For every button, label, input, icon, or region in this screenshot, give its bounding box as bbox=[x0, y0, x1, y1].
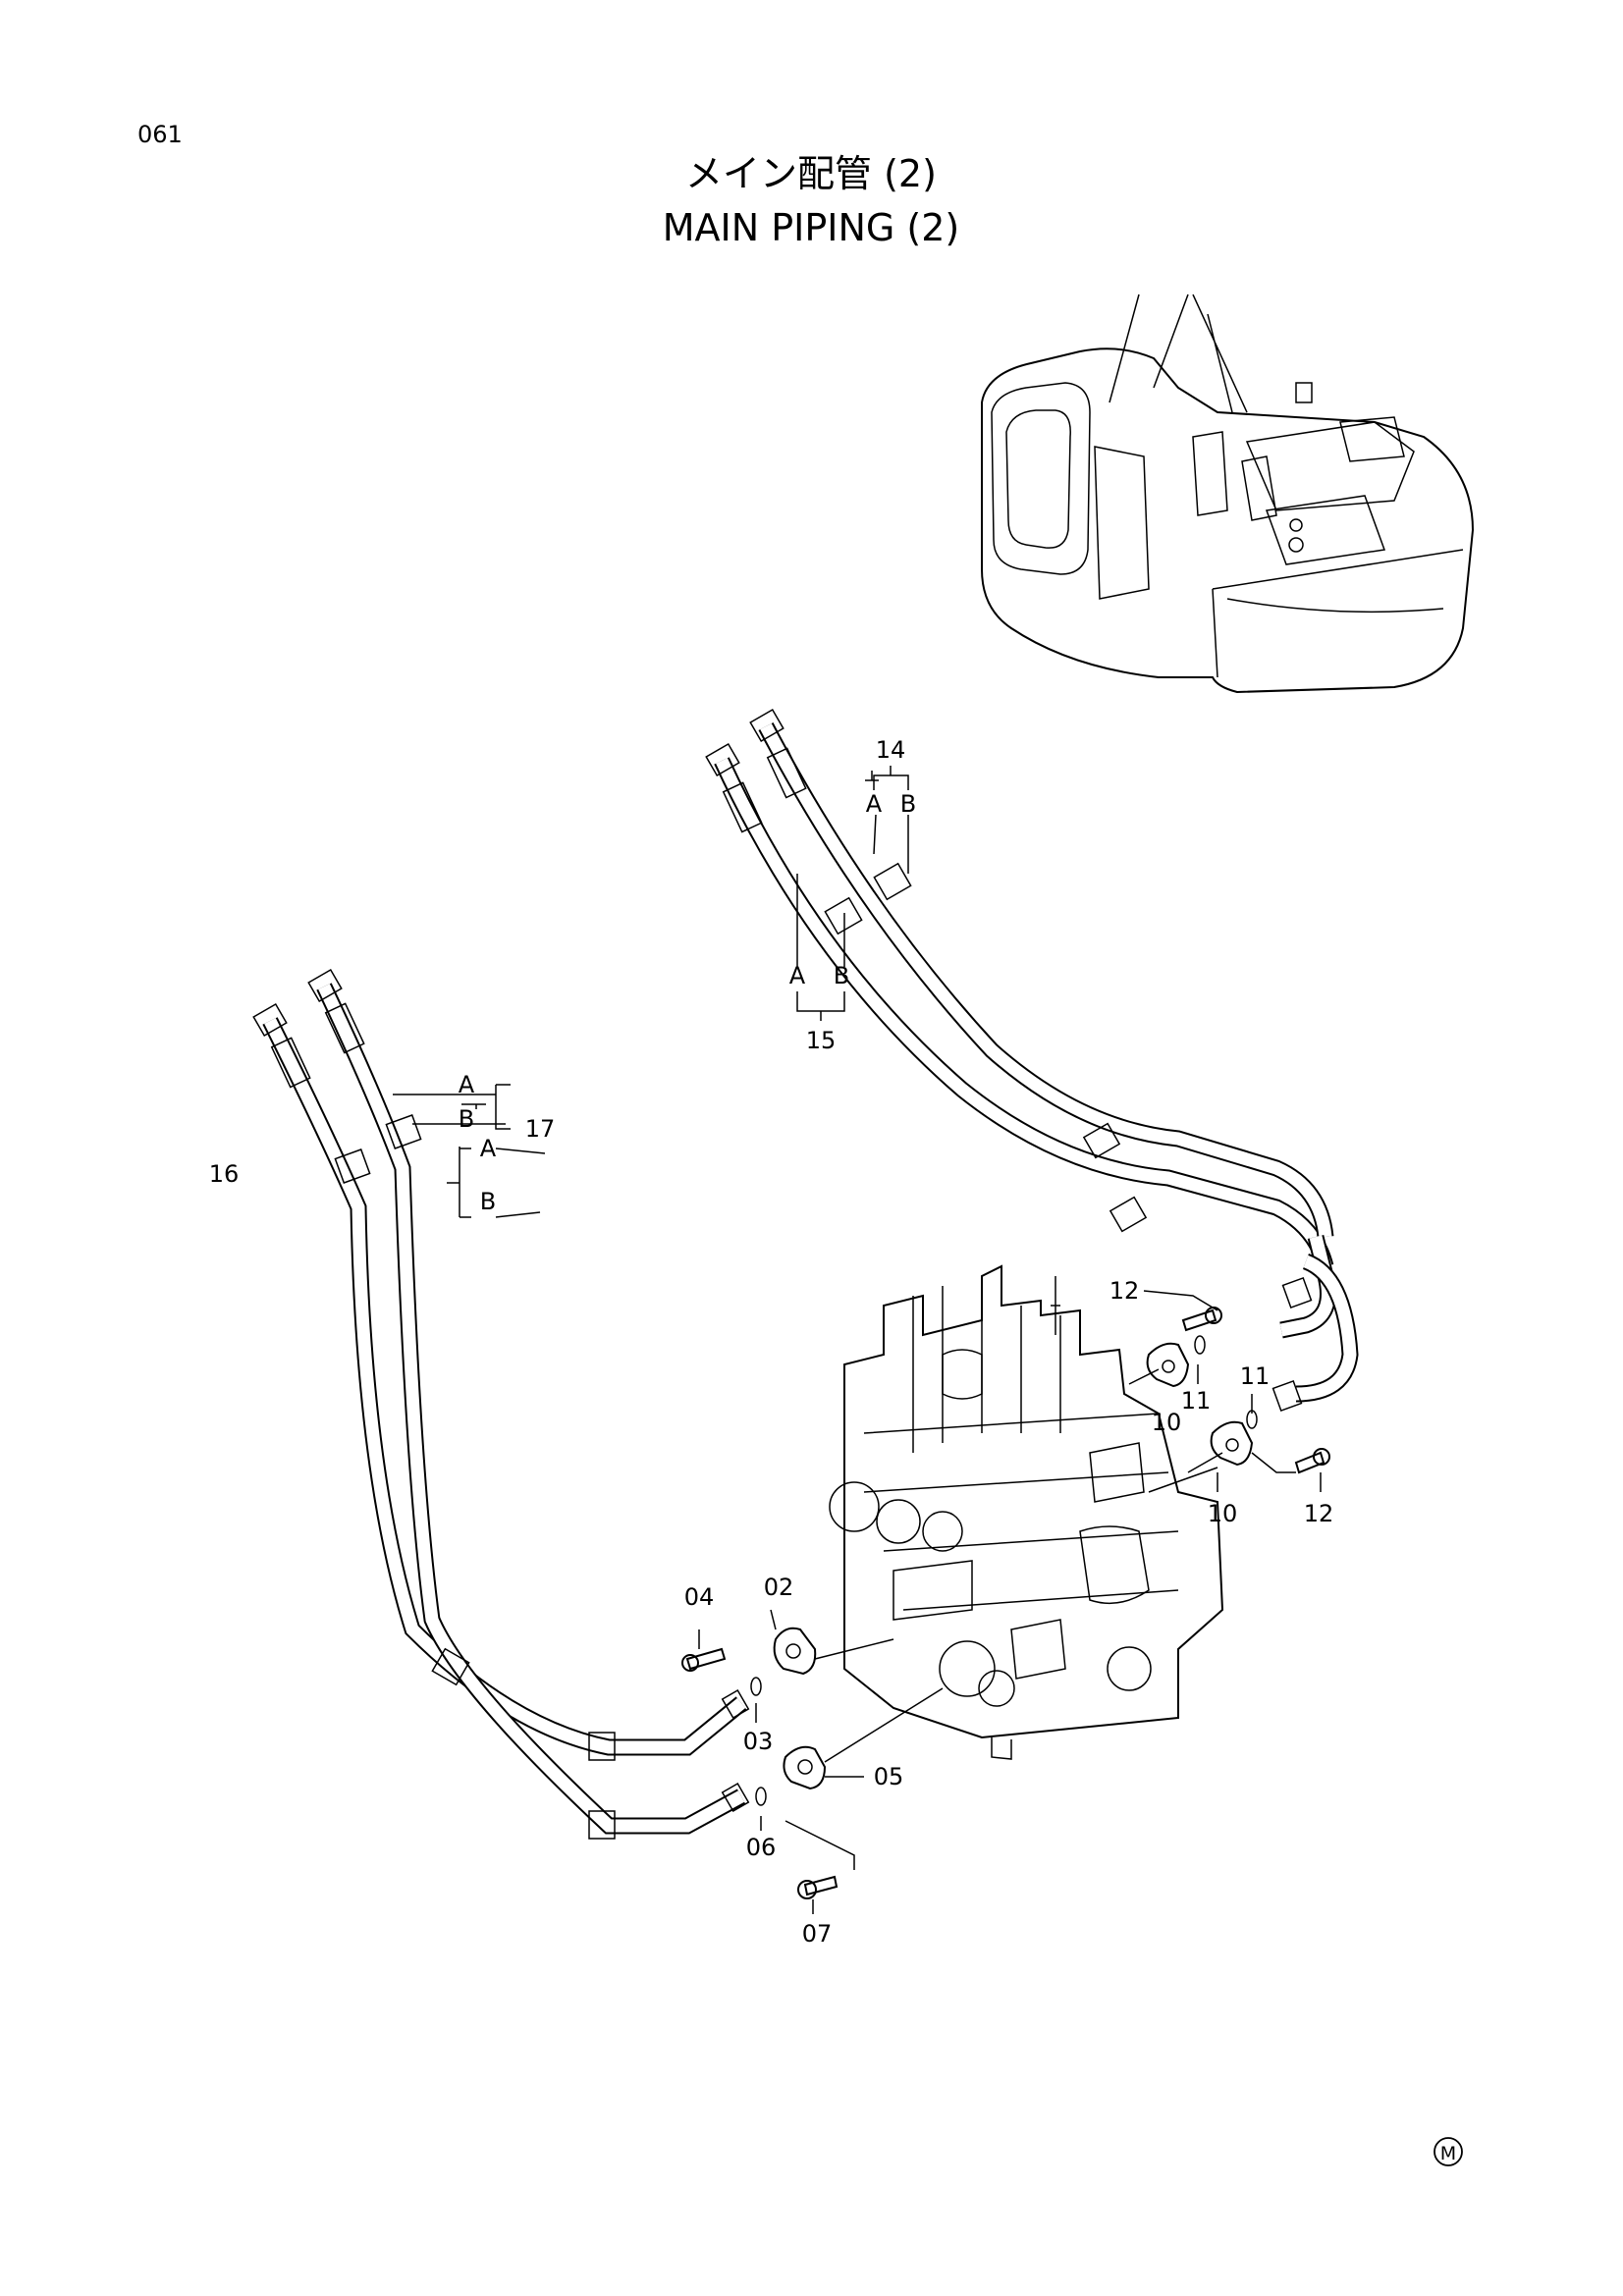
flange-02 bbox=[773, 1627, 817, 1676]
group-label-15: A B 15 bbox=[789, 962, 849, 1054]
label-16: 16 bbox=[209, 1160, 240, 1188]
part-label-11b: 11 bbox=[1240, 1362, 1271, 1390]
fittings bbox=[681, 1307, 1330, 1899]
part-label-02: 02 bbox=[764, 1574, 794, 1601]
flange-10a bbox=[1146, 1342, 1190, 1388]
part-label-06: 06 bbox=[746, 1834, 777, 1861]
bolt-04 bbox=[685, 1647, 727, 1671]
part-label-11a: 11 bbox=[1181, 1387, 1212, 1415]
group-label-17: 17 A B bbox=[459, 1071, 556, 1143]
flange-10b bbox=[1210, 1420, 1254, 1467]
circled-mark: M bbox=[1434, 2137, 1463, 2166]
label-17-a: A bbox=[459, 1071, 475, 1098]
part-label-12b: 12 bbox=[1304, 1500, 1334, 1527]
o-ring-06 bbox=[755, 1787, 767, 1806]
label-17-b: B bbox=[459, 1105, 474, 1133]
control-valve bbox=[829, 1264, 1224, 1760]
flange-05 bbox=[783, 1745, 827, 1790]
o-ring-11a bbox=[1194, 1335, 1206, 1355]
group-label-16: 16 A B bbox=[209, 1135, 497, 1215]
label-14: 14 bbox=[876, 736, 906, 764]
label-17: 17 bbox=[525, 1115, 556, 1143]
part-label-05: 05 bbox=[874, 1763, 904, 1790]
label-15: 15 bbox=[806, 1027, 837, 1054]
part-labels: 02 03 04 05 06 07 10 10 11 11 12 12 bbox=[684, 1277, 1334, 1948]
leader-lines bbox=[393, 766, 1322, 1914]
bolt-07 bbox=[803, 1875, 839, 1896]
part-label-10b: 10 bbox=[1208, 1500, 1238, 1527]
label-14-b: B bbox=[900, 790, 916, 818]
label-16-b: B bbox=[480, 1188, 496, 1215]
label-16-a: A bbox=[480, 1135, 497, 1162]
page-number: 061 bbox=[137, 121, 183, 148]
label-15-a: A bbox=[789, 962, 806, 989]
part-label-04: 04 bbox=[684, 1583, 715, 1611]
mark-letter: M bbox=[1440, 2143, 1456, 2164]
bolt-12b bbox=[1294, 1451, 1325, 1474]
hoses-16-17 bbox=[252, 968, 750, 1840]
part-label-10a: 10 bbox=[1152, 1409, 1182, 1436]
label-14-a: A bbox=[866, 790, 883, 818]
title-japanese: メイン配管 (2) bbox=[685, 152, 937, 195]
part-label-07: 07 bbox=[802, 1920, 833, 1948]
title-english: MAIN PIPING (2) bbox=[663, 206, 960, 249]
excavator-location-illustration bbox=[981, 294, 1475, 694]
bolt-12a bbox=[1181, 1308, 1217, 1332]
o-ring-03 bbox=[750, 1677, 762, 1696]
hoses-14-15 bbox=[705, 708, 1359, 1412]
part-label-03: 03 bbox=[743, 1728, 774, 1755]
part-label-12a: 12 bbox=[1109, 1277, 1140, 1305]
group-label-14: 14 A B bbox=[866, 736, 916, 818]
label-15-b: B bbox=[834, 962, 849, 989]
